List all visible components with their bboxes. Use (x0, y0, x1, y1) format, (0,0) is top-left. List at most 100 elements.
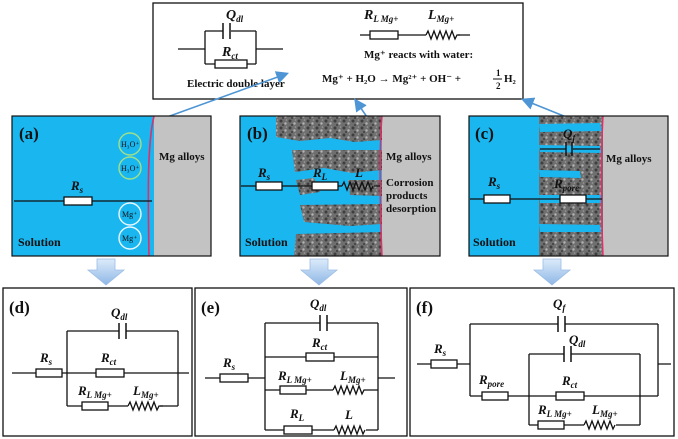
svg-text:Rs: Rs (39, 350, 53, 367)
panel-c-rs-sym: R (487, 174, 497, 189)
panel-a-rs-sym: R (70, 178, 80, 193)
panel-e-l: L (344, 407, 353, 422)
ion-bubble (118, 132, 142, 156)
panel-f-rct-sym: R (561, 373, 571, 388)
panel-a-rs-sub: s (79, 185, 84, 195)
svg-text:RL Mg+: RL Mg+ (363, 8, 398, 24)
panel-e-rlmg-sym: R (277, 368, 287, 383)
panel-b: (b) Rs RL L Mg alloys Corrosion products… (239, 115, 441, 257)
panel-b-rs-sym: R (257, 165, 267, 180)
panel-b-rs-sub: s (266, 172, 271, 182)
svg-text:LMg+: LMg+ (427, 8, 454, 24)
svg-text:Rpore: Rpore (478, 372, 504, 389)
panel-e-rlmg-sub: L Mg+ (286, 375, 312, 385)
panel-c-qf-sub: f (572, 133, 576, 143)
svg-text:Qdl: Qdl (226, 8, 244, 24)
reaction-frac-den: 2 (496, 81, 501, 91)
top-lmg-sym: L (427, 8, 437, 23)
panel-e-lmg-sym: L (339, 368, 348, 383)
panel-d-rs-sym: R (39, 350, 49, 365)
panel-d-qdl-sub: dl (120, 312, 128, 322)
panel-d-rct-sub: ct (110, 357, 117, 367)
svg-text:LMg+: LMg+ (339, 368, 366, 385)
svg-text:Qdl: Qdl (310, 296, 327, 313)
panel-b-tag: (b) (247, 124, 268, 143)
panel-c-tag: (c) (475, 124, 494, 143)
panel-c-qf-sym: Q (563, 126, 573, 141)
panel-f-qdl-sub: dl (578, 339, 586, 349)
panel-e-tag: (e) (201, 298, 220, 317)
panel-f-qf-sub: f (562, 303, 566, 313)
panel-d-lmg-sub: Mg+ (140, 390, 159, 400)
edl-label: Electric double layer (187, 78, 285, 90)
panel-e-rct-sub: ct (321, 342, 328, 352)
svg-text:Qdl: Qdl (111, 305, 128, 322)
panel-b-product-3: desorption (386, 203, 436, 215)
panel-e: (e) Rs Qdl Rct RL Mg+ LMg+ RL L (194, 287, 408, 437)
svg-text:RL: RL (312, 165, 328, 182)
svg-text:LMg+: LMg+ (591, 402, 618, 419)
top-lmg-sub: Mg+ (436, 14, 455, 24)
panel-f-rpore-sym: R (478, 372, 488, 387)
panel-f-rpore-sub: pore (487, 379, 505, 389)
down-arrows (86, 258, 572, 286)
svg-text:Qdl: Qdl (569, 332, 586, 349)
panel-e-rl-sub: L (298, 413, 305, 423)
panel-e-rct-sym: R (311, 335, 321, 350)
top-qdl-sub: dl (236, 14, 244, 24)
panel-f-rlmg-sym: R (537, 402, 547, 417)
svg-text:Qf: Qf (553, 296, 566, 313)
top-rlmg-sym: R (363, 8, 373, 23)
panel-a-metal: Mg alloys (159, 151, 205, 163)
down-arrow-b (299, 258, 339, 286)
panel-d-rs-sub: s (48, 357, 53, 367)
panel-f-tag: (f) (416, 298, 433, 317)
panel-e-rl-sym: R (289, 406, 299, 421)
svg-text:Rs: Rs (70, 178, 84, 195)
ion-mg-1: Mg⁺ (122, 210, 137, 219)
panel-a: H₃O⁺ H₃O⁺ Mg⁺ Mg⁺ (a) Rs Mg alloys Solut… (11, 115, 212, 257)
svg-text:RL: RL (289, 406, 305, 423)
panel-f-rs-sub: s (442, 348, 447, 358)
ion-bubble (118, 202, 142, 226)
svg-text:Qf: Qf (563, 126, 576, 143)
panel-d-tag: (d) (9, 298, 30, 317)
ion-bubble (118, 226, 142, 250)
panel-a-tag: (a) (19, 124, 39, 143)
panel-e-qdl-sym: Q (310, 296, 320, 311)
panel-c-metal: Mg alloys (606, 153, 652, 165)
panel-e-rs-sym: R (222, 355, 232, 370)
panel-c-rs-sub: s (496, 181, 501, 191)
top-legend-box: Qdl Rct Electric double layer RL Mg+ LMg… (152, 2, 524, 100)
panel-d: (d) Rs Qdl Rct RL Mg+ LMg+ (2, 287, 193, 437)
svg-text:Rct: Rct (100, 350, 117, 367)
svg-text:RL Mg+: RL Mg+ (537, 402, 572, 419)
top-rlmg-sub: L Mg+ (372, 14, 398, 24)
panel-b-metal: Mg alloys (386, 151, 432, 163)
svg-text:Rs: Rs (222, 355, 236, 372)
ion-h3o-1: H₃O⁺ (121, 140, 140, 149)
svg-text:Rs: Rs (433, 341, 447, 358)
reaction-eq-lhs: Mg⁺ + H₂O → Mg²⁺ + OH⁻ + (322, 73, 461, 85)
svg-text:Rpore: Rpore (553, 176, 579, 193)
panel-d-rct-sym: R (100, 350, 110, 365)
panel-f-rlmg-sub: L Mg+ (546, 409, 572, 419)
svg-text:LMg+: LMg+ (132, 383, 159, 400)
ion-mg-2: Mg⁺ (122, 234, 137, 243)
panel-f-qdl-sym: Q (569, 332, 579, 347)
svg-text:Rct: Rct (561, 373, 578, 390)
top-rct-sub: ct (231, 51, 238, 61)
panel-c: (c) Qf Rs Rpore Mg alloys Solution (468, 115, 669, 257)
svg-text:Rs: Rs (257, 165, 271, 182)
reaction-title: Mg⁺ reacts with water: (364, 49, 473, 61)
panel-b-l: L (354, 165, 363, 180)
svg-text:Rct: Rct (311, 335, 328, 352)
down-arrow-a (86, 258, 126, 286)
reaction-frac-num: 1 (496, 68, 501, 78)
panel-d-rlmg-sym: R (77, 383, 87, 398)
panel-f-rs-sym: R (433, 341, 443, 356)
svg-text:Rct: Rct (221, 45, 238, 61)
top-rct-sym: R (221, 45, 231, 60)
panel-b-rl-sub: L (321, 172, 328, 182)
top-qdl-sym: Q (226, 8, 236, 23)
